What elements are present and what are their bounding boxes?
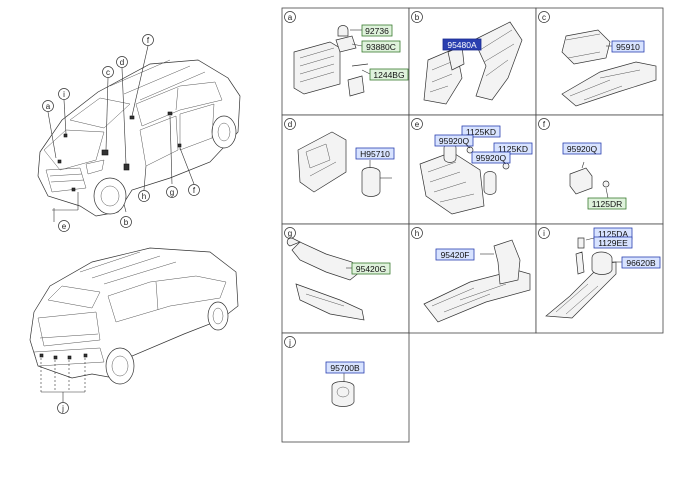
- part-label-95420g[interactable]: 95420G: [351, 262, 391, 275]
- part-code: 1125DA: [598, 229, 628, 239]
- badge-front-a[interactable]: a: [42, 100, 54, 112]
- cell-letter-g: g: [284, 227, 296, 239]
- part-label-1125kd-a[interactable]: 1125KD: [461, 125, 501, 138]
- part-code: 95420G: [356, 264, 386, 274]
- part-code: 1125KD: [466, 127, 496, 137]
- part-code: 95920Q: [567, 144, 598, 154]
- badge-rear-j[interactable]: j: [57, 402, 69, 414]
- cell-letter-d: d: [284, 118, 296, 130]
- part-code: 95920Q: [476, 153, 507, 163]
- callout-label: a: [46, 102, 51, 111]
- callout-label: f: [193, 186, 196, 195]
- part-code: 95910: [616, 42, 640, 52]
- callout-label: j: [61, 404, 64, 413]
- cell-i-drawing: [545, 237, 622, 319]
- cell-letter: j: [288, 338, 291, 347]
- part-label-95420f[interactable]: 95420F: [435, 248, 475, 261]
- part-label-93880c[interactable]: 93880C: [361, 40, 401, 53]
- callout-label: b: [124, 218, 129, 227]
- part-label-h95710[interactable]: H95710: [355, 147, 395, 160]
- callout-label: h: [142, 192, 146, 201]
- badge-front-b[interactable]: b: [120, 216, 132, 228]
- callout-label: e: [62, 222, 67, 231]
- badge-front-e[interactable]: e: [58, 220, 70, 232]
- part-label-95910[interactable]: 95910: [611, 40, 645, 53]
- part-label-1129ee[interactable]: 1129EE: [593, 236, 633, 249]
- part-label-95700b[interactable]: 95700B: [325, 361, 365, 374]
- cell-e-drawing: [419, 143, 510, 215]
- callout-label: g: [170, 188, 174, 197]
- cell-letter: e: [415, 120, 420, 129]
- badge-front-f-right[interactable]: f: [188, 184, 200, 196]
- badge-front-f-top[interactable]: f: [142, 34, 154, 46]
- cell-letter-i: i: [538, 227, 550, 239]
- cell-h-drawing: [423, 239, 531, 323]
- cell-letter-j: j: [284, 336, 296, 348]
- part-label-96620b[interactable]: 96620B: [621, 256, 661, 269]
- cell-b-drawing: [423, 21, 523, 105]
- badge-front-i[interactable]: i: [58, 88, 70, 100]
- badge-front-g[interactable]: g: [166, 186, 178, 198]
- part-code: 95480A: [447, 40, 477, 50]
- part-label-95480a[interactable]: 95480A: [442, 38, 482, 51]
- cell-letter: f: [543, 120, 546, 129]
- callout-label: d: [120, 58, 124, 67]
- part-code: 1125KD: [498, 144, 528, 154]
- car-front-view: [37, 59, 241, 217]
- callout-label: c: [106, 68, 110, 77]
- cell-c: [535, 7, 664, 116]
- part-code: 1125DR: [592, 199, 623, 209]
- cell-letter-b: b: [411, 11, 423, 23]
- part-label-92736[interactable]: 92736: [361, 24, 393, 37]
- part-label-1244bg[interactable]: 1244BG: [369, 68, 409, 81]
- part-code: 95420F: [441, 250, 470, 260]
- part-code: 1129EE: [598, 238, 628, 248]
- part-code: 95700B: [330, 363, 360, 373]
- part-code: 96620B: [626, 258, 656, 268]
- part-label-1125kd-b[interactable]: 1125KD: [493, 142, 533, 155]
- part-code: 92736: [365, 26, 389, 36]
- badge-front-c[interactable]: c: [102, 66, 114, 78]
- cell-f-drawing: [569, 161, 610, 199]
- cell-letter-h: h: [411, 227, 423, 239]
- cell-j-drawing: [331, 372, 355, 407]
- cell-letter-a: a: [284, 11, 296, 23]
- part-code: H95710: [360, 149, 390, 159]
- cell-c-drawing: [561, 29, 657, 107]
- front-callouts: [47, 45, 195, 222]
- part-label-1125dr[interactable]: 1125DR: [587, 197, 627, 210]
- part-label-95920q-b[interactable]: 95920Q: [471, 151, 511, 164]
- part-code: 1244BG: [373, 70, 404, 80]
- car-rear-view: [29, 247, 239, 385]
- cell-g-drawing: [286, 237, 365, 321]
- cell-letter-f: f: [538, 118, 550, 130]
- cell-letter: i: [543, 229, 545, 238]
- badge-front-h[interactable]: h: [138, 190, 150, 202]
- part-code: 93880C: [366, 42, 396, 52]
- cell-letter-e: e: [411, 118, 423, 130]
- part-label-95920q-a[interactable]: 95920Q: [434, 134, 474, 147]
- cell-d-drawing: [297, 131, 392, 197]
- cell-letter: h: [415, 229, 419, 238]
- callout-label: i: [63, 90, 65, 99]
- cell-letter: b: [415, 13, 420, 22]
- cell-letter: a: [288, 13, 293, 22]
- cell-letter: c: [542, 13, 546, 22]
- part-code: 95920Q: [439, 136, 470, 146]
- callout-label: f: [147, 36, 150, 45]
- rear-callouts: [40, 358, 86, 402]
- part-label-95920q-f[interactable]: 95920Q: [562, 142, 602, 155]
- cell-letter-c: c: [538, 11, 550, 23]
- badge-front-d[interactable]: d: [116, 56, 128, 68]
- cell-a-drawing: [293, 25, 371, 97]
- cell-letter: g: [288, 229, 292, 238]
- cell-letter: d: [288, 120, 292, 129]
